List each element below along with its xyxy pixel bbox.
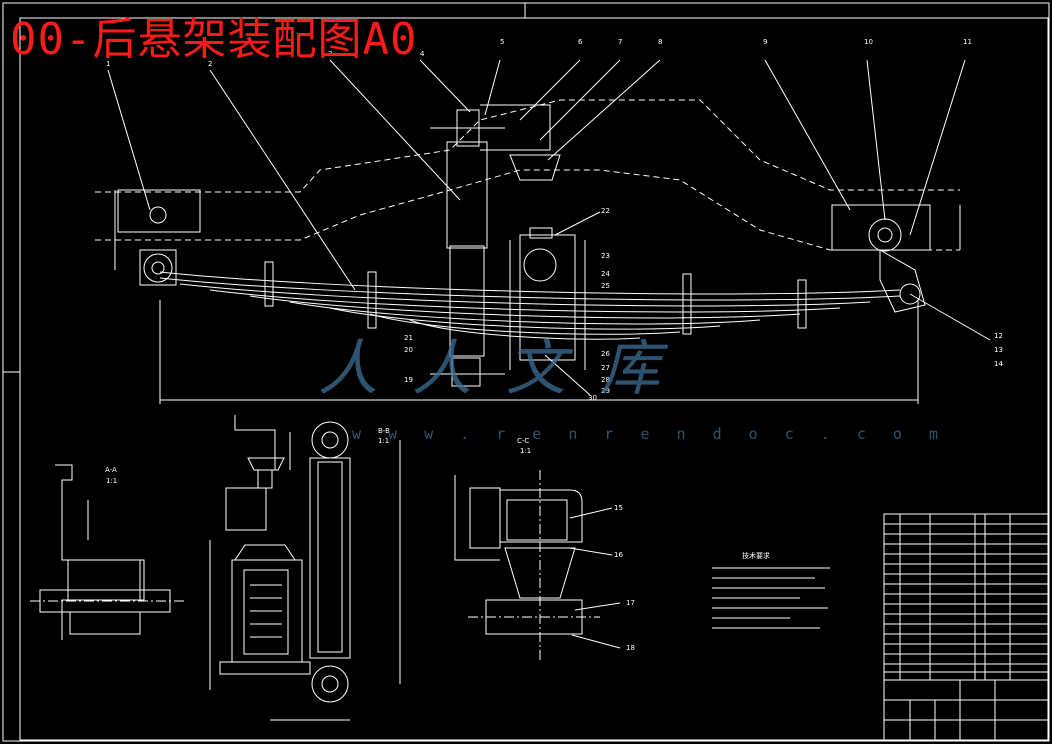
callout: 16 (614, 551, 623, 559)
section-a-a (30, 464, 185, 640)
callout: 26 (601, 350, 610, 358)
callout: 25 (601, 282, 610, 290)
callout: 3 (328, 50, 332, 58)
label-c-c: C-C (517, 437, 529, 445)
inner-border (19, 17, 1049, 741)
callout: 29 (601, 387, 610, 395)
label-c-c-scale: 1:1 (520, 447, 531, 455)
callout: 2 (208, 60, 212, 68)
callout: 19 (404, 376, 413, 384)
parts-list-table (883, 513, 1049, 741)
callout: 30 (588, 394, 597, 402)
callout: 11 (963, 38, 972, 46)
drawing-title: 00-后悬架装配图A0 (10, 14, 418, 65)
callout: 14 (994, 360, 1003, 368)
tech-req-heading: 技术要求 (742, 551, 770, 560)
main-view (95, 59, 991, 404)
callout: 10 (864, 38, 873, 46)
callout: 24 (601, 270, 610, 278)
callout: 8 (658, 38, 662, 46)
label-b-b: B-B (378, 427, 390, 435)
label-a-a-scale: 1:1 (106, 477, 117, 485)
callout: 1 (106, 60, 110, 68)
callout: 18 (626, 644, 635, 652)
callout: 15 (614, 504, 623, 512)
callout: 17 (626, 599, 635, 607)
section-b-b (209, 415, 401, 721)
watermark-url: w w w . r e n r e n d o c . c o m (352, 425, 948, 443)
tech-requirements-lines (712, 567, 830, 629)
callout: 20 (404, 346, 413, 354)
callout: 12 (994, 332, 1003, 340)
callout: 21 (404, 334, 413, 342)
callout: 22 (601, 207, 610, 215)
label-b-b-scale: 1:1 (378, 437, 389, 445)
label-a-a: A-A (105, 466, 117, 474)
callout: 6 (578, 38, 583, 46)
callout: 27 (601, 364, 610, 372)
callout: 4 (420, 50, 425, 58)
callout: 5 (500, 38, 504, 46)
callout: 13 (994, 346, 1003, 354)
callout: 23 (601, 252, 610, 260)
watermark-brand: 人人文库 (318, 334, 694, 404)
callout: 7 (618, 38, 622, 46)
callout: 28 (601, 376, 610, 384)
callout: 9 (763, 38, 767, 46)
section-c-c (454, 470, 621, 660)
